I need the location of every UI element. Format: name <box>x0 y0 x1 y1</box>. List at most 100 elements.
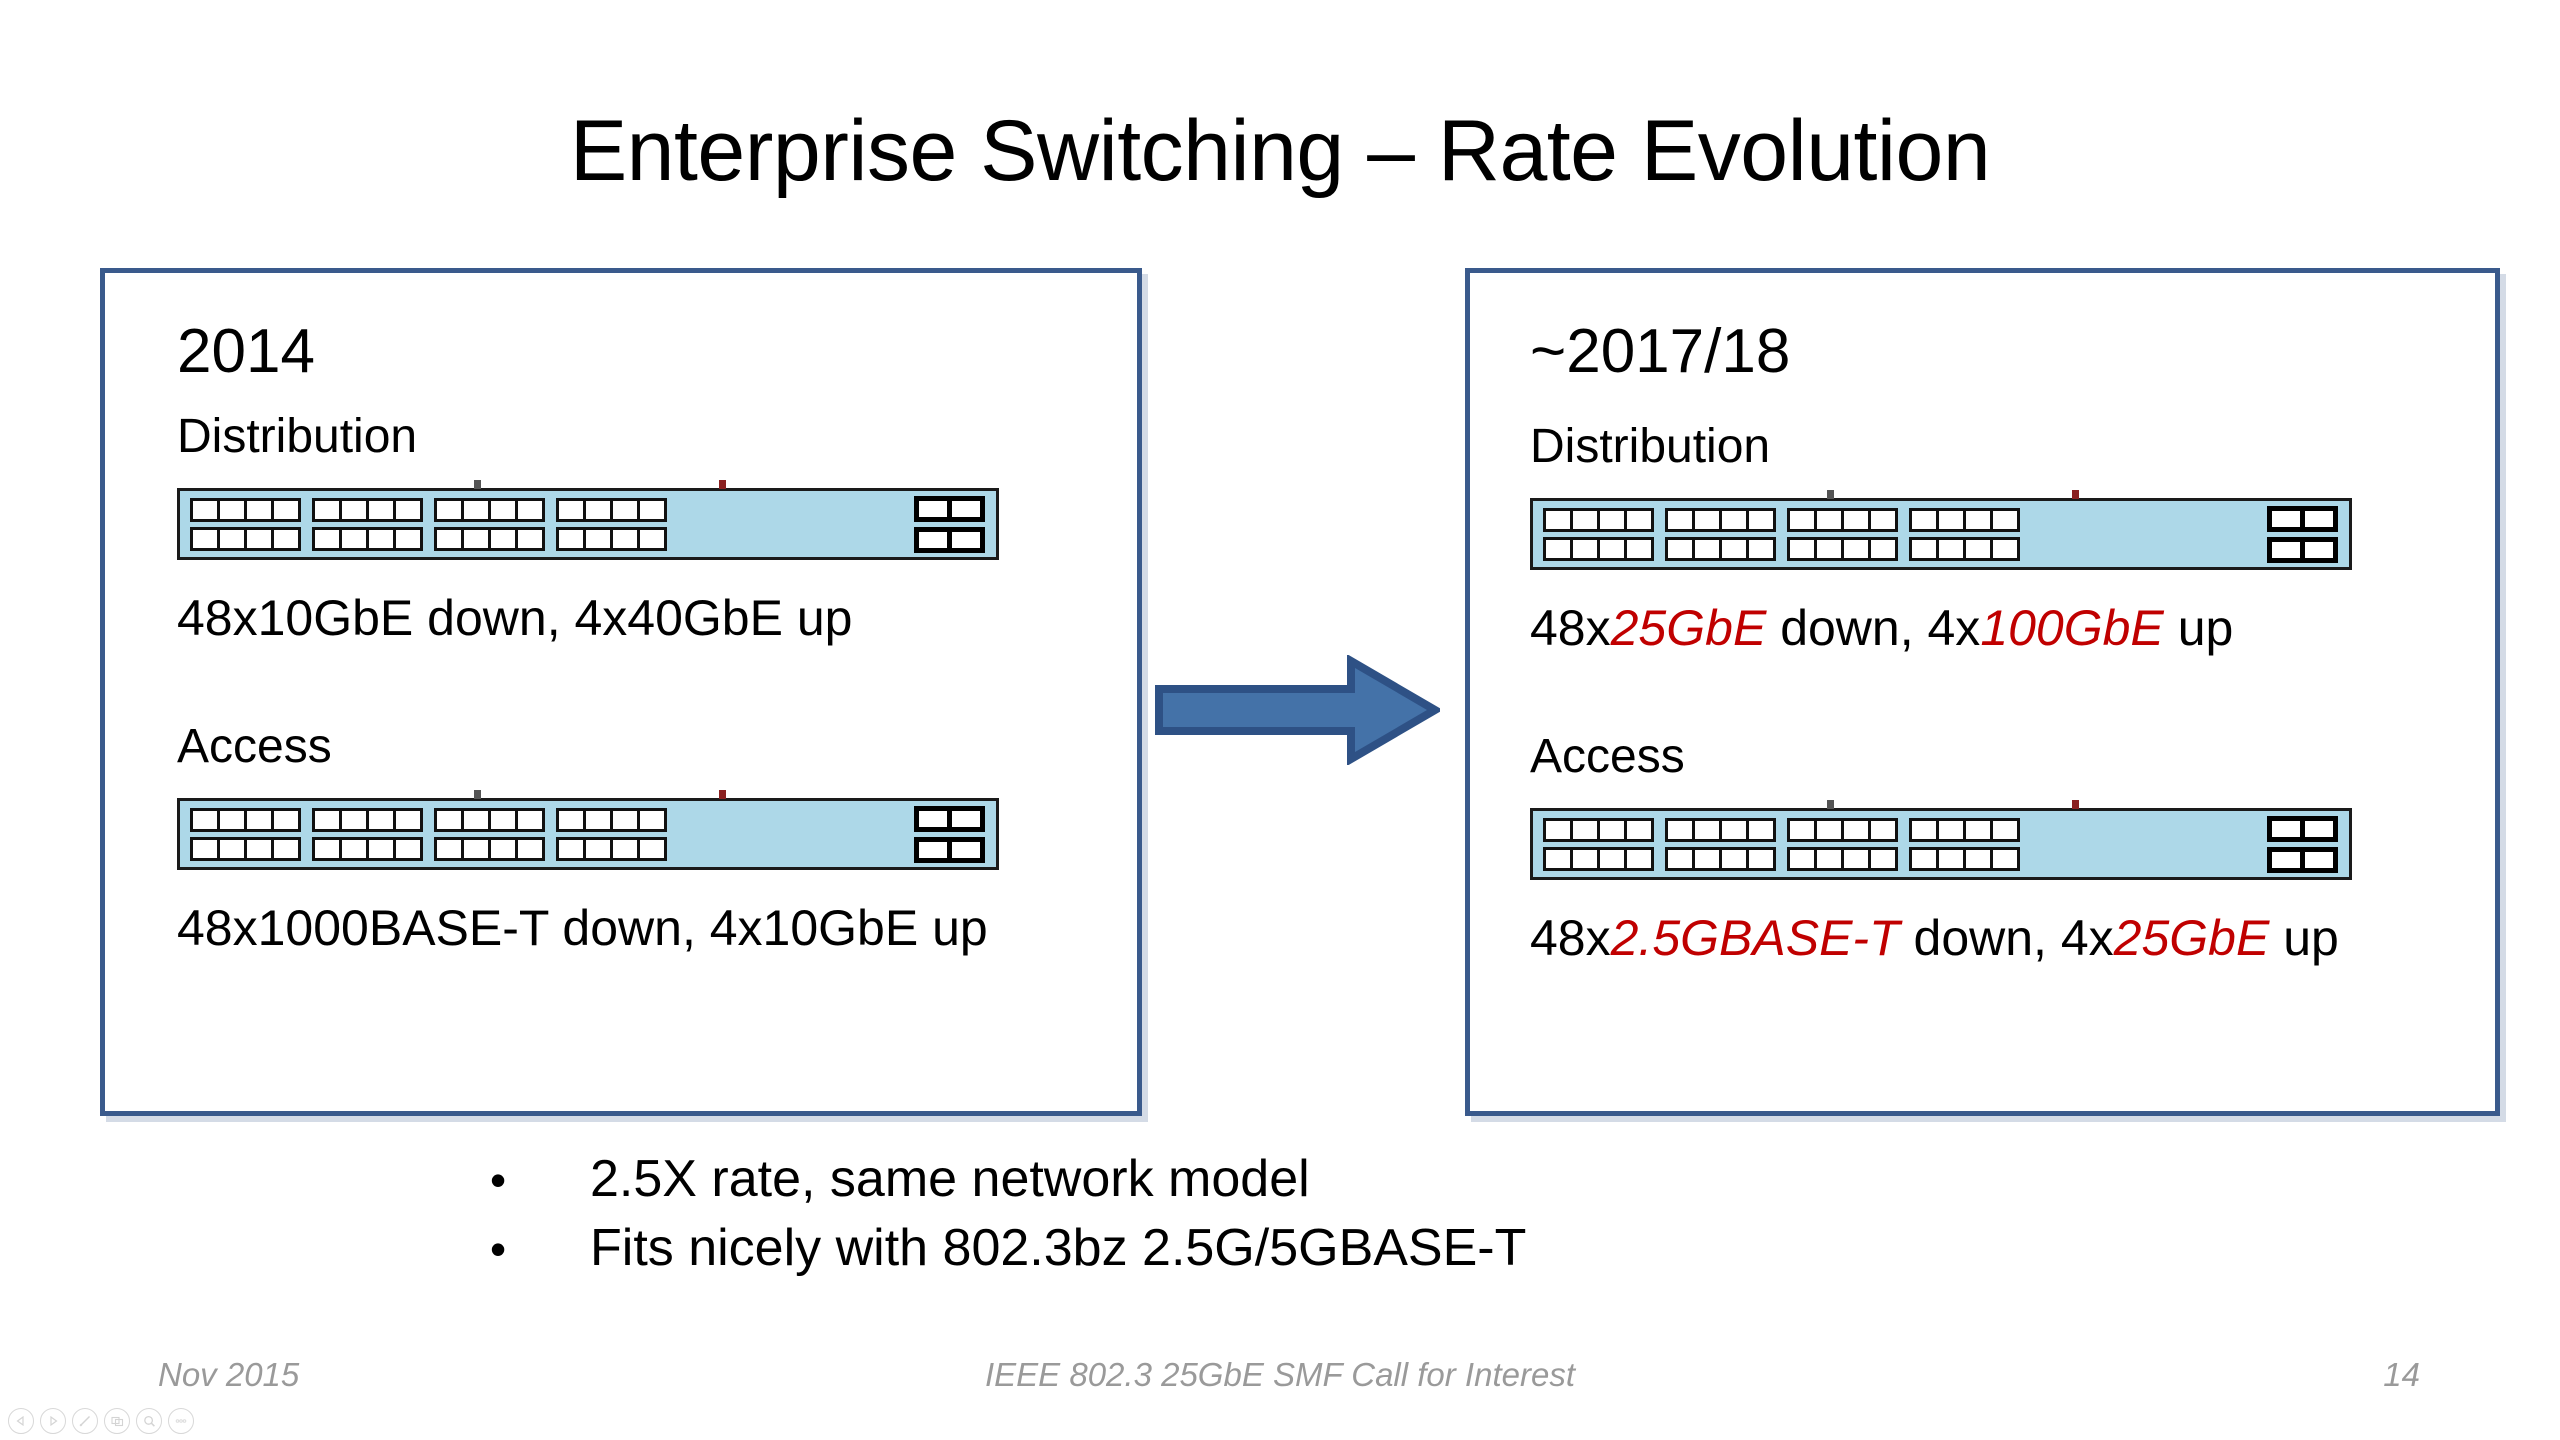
port-group <box>1665 507 1776 561</box>
status-led-icon <box>473 480 481 489</box>
switch-port <box>1624 817 1654 842</box>
caption-highlight: 2.5GBASE-T <box>1610 910 1900 966</box>
switch-port <box>1543 817 1573 842</box>
switch-port <box>1990 507 2020 532</box>
switch-port <box>1787 846 1817 871</box>
switch-port <box>1787 507 1817 532</box>
switch-port <box>1787 817 1817 842</box>
switch-port <box>217 836 247 861</box>
panel-2014: 2014 Distribution 48x10GbE down, 4x40GbE… <box>100 268 1142 1116</box>
port-group <box>1787 817 1898 871</box>
port-row <box>1543 846 1654 871</box>
switch-port <box>1692 846 1722 871</box>
activity-led-icon <box>2071 490 2079 499</box>
uplink-port <box>2300 815 2338 842</box>
port-row <box>1543 536 1654 561</box>
slide-footer: Nov 2015 IEEE 802.3 25GbE SMF Call for I… <box>0 1358 2560 1406</box>
switch-port <box>461 497 491 522</box>
switch-port <box>1963 817 1993 842</box>
switch-port <box>488 526 518 551</box>
switch-port <box>244 526 274 551</box>
tier-label-distribution: Distribution <box>1530 420 1771 473</box>
switch-port <box>1936 507 1966 532</box>
switch-port <box>190 497 220 522</box>
switch-port <box>515 836 545 861</box>
port-row <box>434 497 545 522</box>
switch-port <box>1909 817 1939 842</box>
switch-port <box>339 526 369 551</box>
switch-port <box>1719 536 1749 561</box>
switch-port <box>461 836 491 861</box>
switch-port <box>1936 536 1966 561</box>
caption-plain: down, 4x <box>1899 910 2114 966</box>
switch-port <box>1841 536 1871 561</box>
switch-port <box>1990 817 2020 842</box>
switch-port <box>1624 507 1654 532</box>
port-row <box>434 807 545 832</box>
uplink-row <box>914 836 985 863</box>
list-item: • Fits nicely with 802.3bz 2.5G/5GBASE-T <box>490 1220 2090 1276</box>
pen-icon[interactable] <box>72 1408 98 1434</box>
port-group <box>556 497 667 551</box>
switch-port <box>339 807 369 832</box>
switch-port <box>1990 536 2020 561</box>
switch-port <box>637 836 667 861</box>
uplink-module <box>2267 815 2338 873</box>
switch-port <box>244 497 274 522</box>
port-row <box>1909 846 2020 871</box>
port-row <box>190 526 301 551</box>
uplink-row <box>914 495 985 522</box>
switch-port <box>488 836 518 861</box>
uplink-row <box>2267 536 2338 563</box>
switch-port <box>610 497 640 522</box>
previous-slide-icon[interactable] <box>8 1408 34 1434</box>
zoom-icon[interactable] <box>136 1408 162 1434</box>
switch-port <box>1597 507 1627 532</box>
caption-plain: up <box>2163 600 2234 656</box>
switch-port <box>583 497 613 522</box>
port-group <box>1543 817 1654 871</box>
port-row <box>1909 817 2020 842</box>
switch-port <box>583 807 613 832</box>
port-group <box>312 497 423 551</box>
switch-port <box>1570 817 1600 842</box>
port-row <box>312 497 423 522</box>
activity-led-icon <box>718 480 726 489</box>
switch-port <box>1868 817 1898 842</box>
presenter-toolbar[interactable] <box>8 1408 194 1434</box>
bullet-text: 2.5X rate, same network model <box>590 1150 1310 1208</box>
more-options-icon[interactable] <box>168 1408 194 1434</box>
switch-port <box>1787 536 1817 561</box>
uplink-module <box>2267 505 2338 563</box>
switch-port <box>515 807 545 832</box>
switch-port <box>637 807 667 832</box>
footer-title: IEEE 802.3 25GbE SMF Call for Interest <box>984 1356 1575 1393</box>
switch-port <box>637 526 667 551</box>
list-item: • 2.5X rate, same network model <box>490 1152 2090 1207</box>
switch-port <box>1624 846 1654 871</box>
switch-port <box>1868 846 1898 871</box>
uplink-port <box>947 805 985 832</box>
next-slide-icon[interactable] <box>40 1408 66 1434</box>
switch-port <box>610 526 640 551</box>
caption-plain: up <box>2269 910 2339 966</box>
switch-port <box>434 526 464 551</box>
slide-overview-icon[interactable] <box>104 1408 130 1434</box>
uplink-module <box>914 805 985 863</box>
tier-caption-distribution: 48x25GbE down, 4x100GbE up <box>1530 603 2233 653</box>
caption-highlight: 100GbE <box>1980 600 2164 656</box>
port-row <box>190 836 301 861</box>
port-row <box>1543 817 1654 842</box>
switch-port <box>1570 536 1600 561</box>
uplink-port <box>947 495 985 522</box>
port-row <box>556 497 667 522</box>
switch-port <box>1543 536 1573 561</box>
page-title: Enterprise Switching – Rate Evolution <box>569 103 1991 199</box>
switch-port <box>488 807 518 832</box>
port-group <box>434 497 545 551</box>
switch-port <box>271 497 301 522</box>
switch-port <box>1868 507 1898 532</box>
switch-port <box>217 526 247 551</box>
footer-date: Nov 2015 <box>158 1356 300 1393</box>
port-row <box>556 807 667 832</box>
